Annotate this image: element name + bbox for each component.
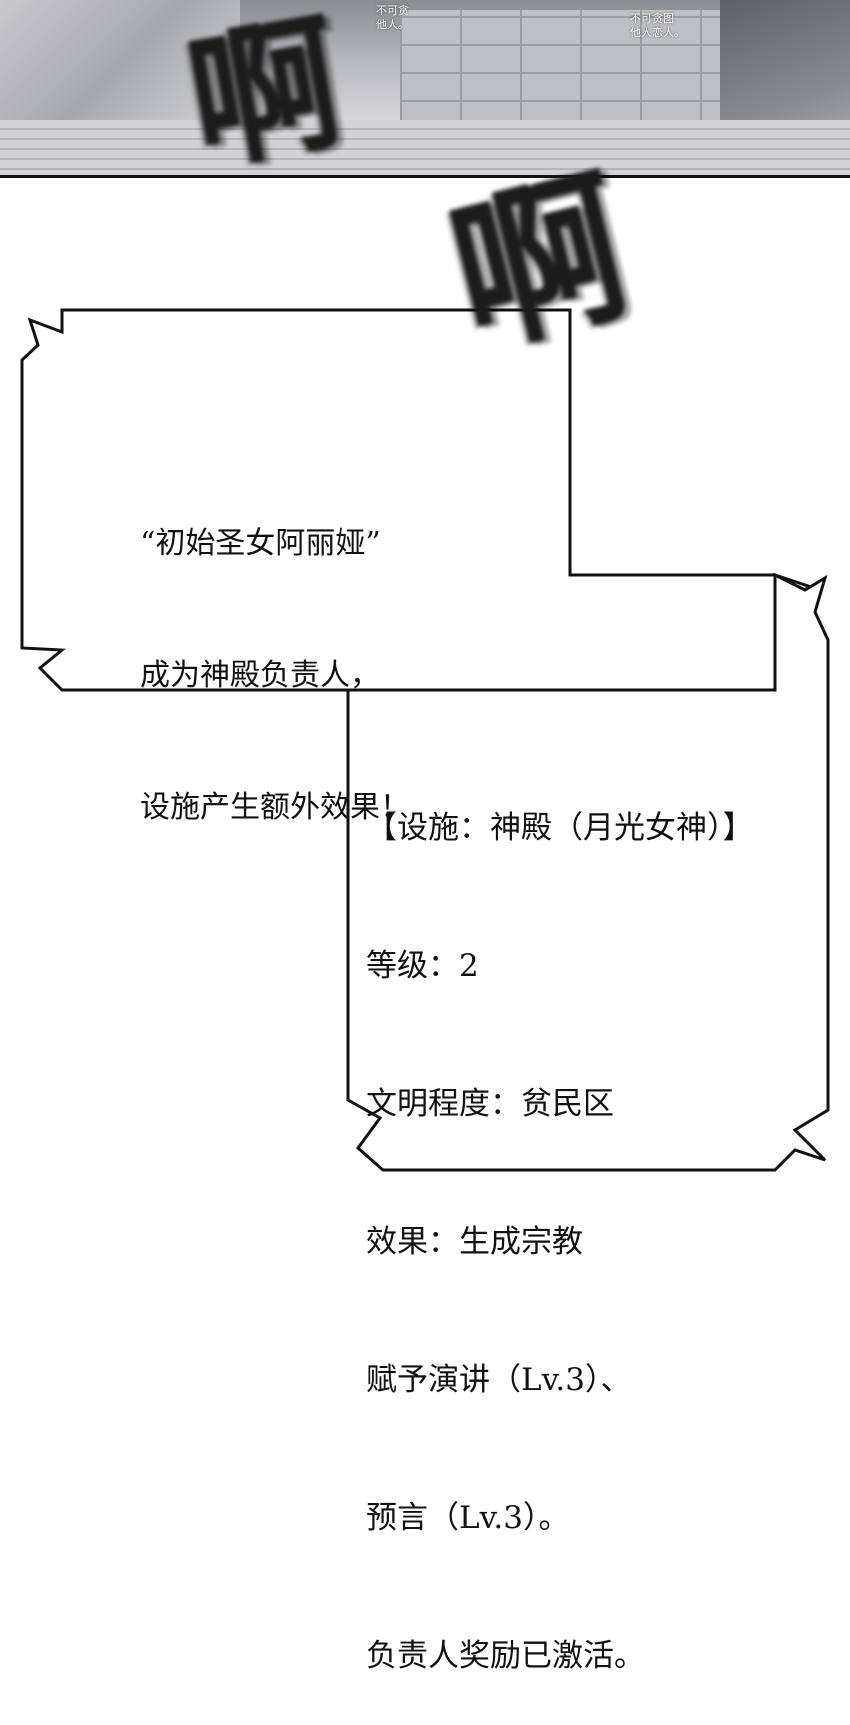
notice-title: 【设施：神殿（月光女神）】	[366, 810, 754, 846]
caption-right-line: 不可贪图	[630, 12, 674, 25]
notice-2-text: 【设施：神殿（月光女神）】 等级：2 文明程度：贫民区 效果：生成宗教 赋予演讲…	[366, 713, 754, 1725]
notice-line: 等级：2	[366, 948, 479, 984]
notice-line: “初始圣女阿丽娅”	[140, 526, 381, 561]
notice-line: 负责人奖励已激活。	[366, 1638, 645, 1674]
notice-frame-1	[20, 308, 811, 692]
top-comic-panel: 不可贪 他人。 不可贪图 他人恋人。	[0, 0, 850, 178]
notice-1-text: “初始圣女阿丽娅” 成为神殿负责人， 设施产生额外效果！	[140, 434, 410, 874]
notice-line: 预言（Lv.3）。	[366, 1500, 570, 1536]
notice-line: 赋予演讲（Lv.3）、	[366, 1362, 632, 1398]
notice-line: 设施产生额外效果！	[140, 790, 410, 825]
caption-left: 不可贪 他人。	[376, 4, 409, 32]
caption-right: 不可贪图 他人恋人。	[630, 12, 685, 40]
stone-floor	[0, 120, 850, 175]
notice-line: 效果：生成宗教	[366, 1224, 583, 1260]
caption-left-line: 不可贪	[376, 4, 409, 17]
stone-wall	[400, 10, 730, 130]
notice-frame-2	[346, 572, 830, 1172]
notice-line: 成为神殿负责人，	[140, 658, 380, 693]
notice-frames	[20, 308, 830, 1172]
sfx-scream-top: 啊	[175, 0, 349, 194]
caption-right-line: 他人恋人。	[630, 26, 685, 39]
caption-left-line: 他人。	[376, 18, 409, 31]
notice-line: 文明程度：贫民区	[366, 1086, 614, 1122]
